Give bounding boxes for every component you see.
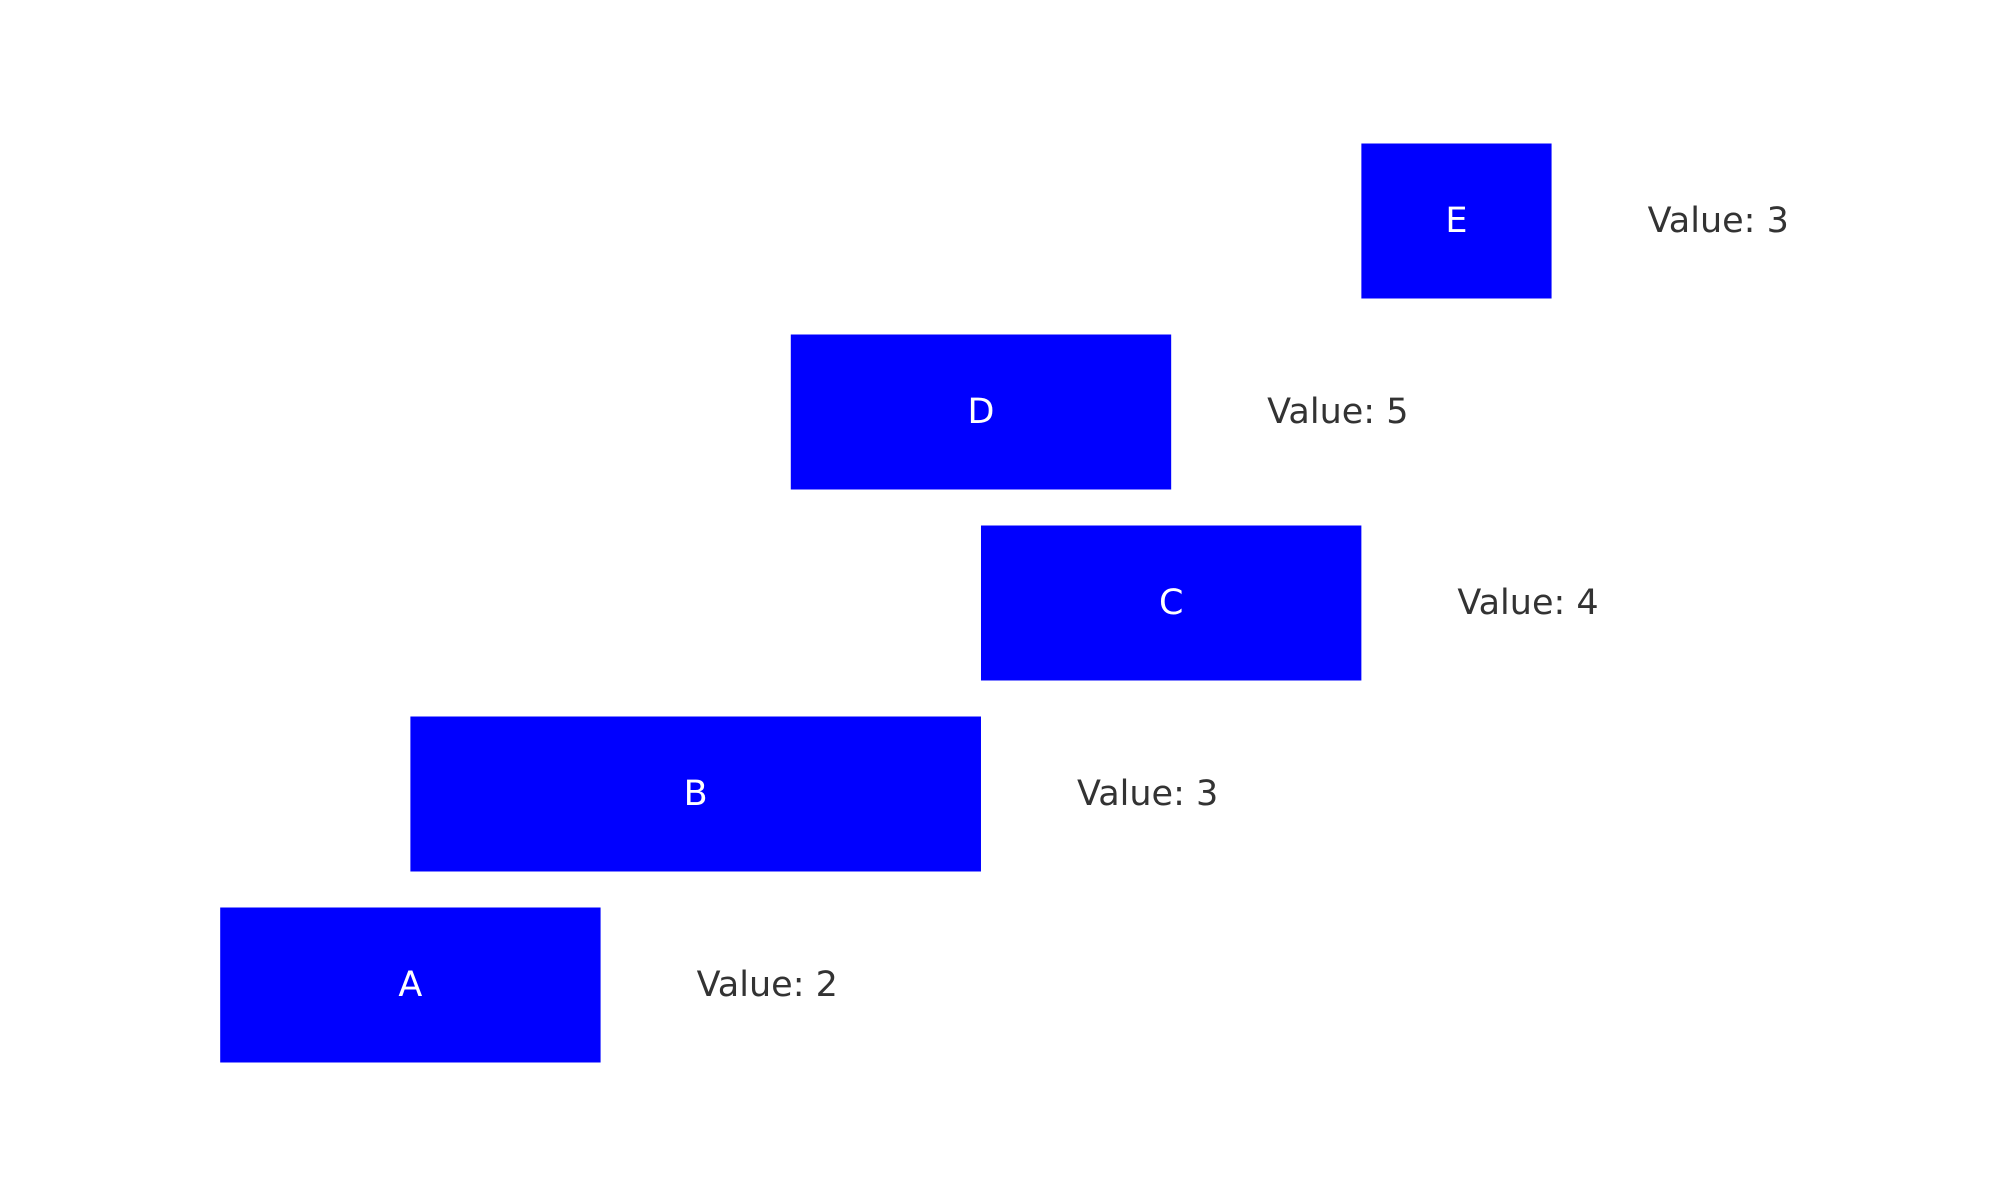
bar-b <box>410 716 981 872</box>
value-label-c: Value: 4 <box>1457 583 1598 623</box>
bar-e <box>1361 143 1552 299</box>
bar-d <box>790 334 1172 490</box>
bar-label-b: B <box>684 774 708 814</box>
bar-c <box>980 525 1362 681</box>
value-label-d: Value: 5 <box>1267 392 1408 432</box>
bar-label-a: A <box>398 965 422 1005</box>
value-label-a: Value: 2 <box>697 965 838 1005</box>
value-label-b: Value: 3 <box>1077 774 1218 814</box>
bar-label-e: E <box>1445 201 1467 241</box>
value-label-e: Value: 3 <box>1648 201 1789 241</box>
bar-a <box>220 907 601 1063</box>
bar-label-c: C <box>1159 583 1183 623</box>
bar-label-d: D <box>968 392 995 432</box>
